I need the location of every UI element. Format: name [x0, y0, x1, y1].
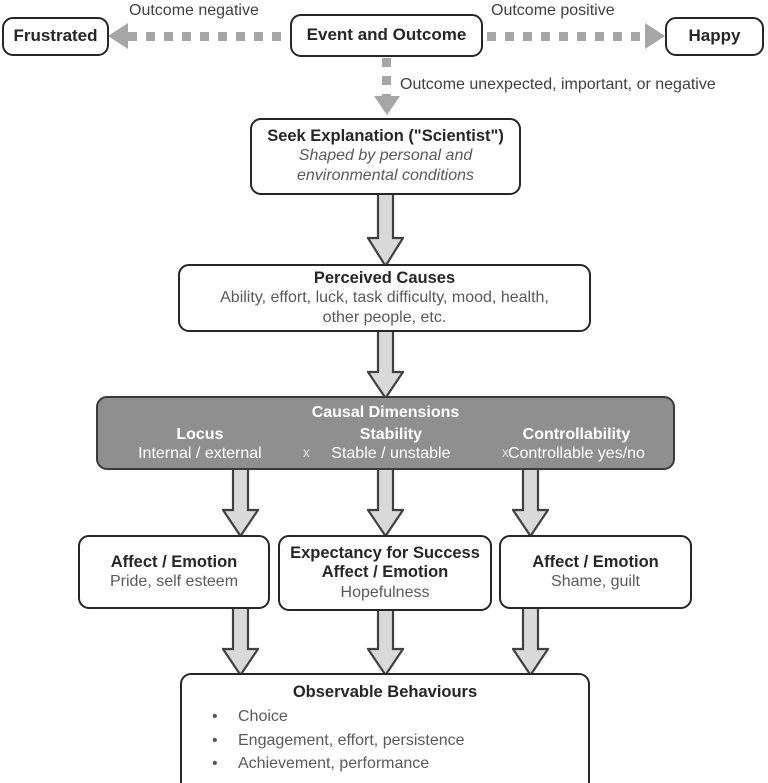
node-expectancy-title-line1: Expectancy for Success — [290, 543, 480, 562]
list-item: Engagement, effort, persistence — [196, 729, 465, 752]
node-expectancy-for-success[interactable]: Expectancy for Success Affect / Emotion … — [278, 535, 492, 611]
arrowhead-left-icon — [108, 23, 128, 49]
node-affect-right-sub: Shame, guilt — [551, 572, 640, 590]
dimension-controllability-value: Controllable yes/no — [507, 445, 645, 463]
node-expectancy-title-line2: Affect / Emotion — [321, 563, 449, 582]
node-perceived-causes[interactable]: Perceived Causes Ability, effort, luck, … — [178, 264, 591, 332]
node-frustrated-label: Frustrated — [13, 26, 98, 46]
node-causes-title: Perceived Causes — [313, 268, 456, 287]
node-happy[interactable]: Happy — [665, 17, 764, 56]
node-seek-title: Seek Explanation ("Scientist") — [267, 126, 504, 145]
arrowhead-right-icon — [645, 23, 665, 49]
node-seek-explanation[interactable]: Seek Explanation ("Scientist") Shaped by… — [250, 118, 521, 195]
dimension-controllability-name: Controllability — [522, 425, 631, 443]
edge-label-outcome-unexpected: Outcome unexpected, important, or negati… — [400, 76, 716, 93]
dimension-column-locus: Locus Internal / external — [102, 425, 298, 464]
block-arrow-expectancy-to-behaviours — [367, 609, 404, 677]
node-frustrated[interactable]: Frustrated — [2, 17, 109, 56]
dimension-column-stability: Stability Stable / unstable — [298, 425, 484, 464]
list-item: Choice — [196, 705, 465, 728]
node-observable-behaviours[interactable]: Observable Behaviours Choice Engagement,… — [180, 673, 590, 783]
dimension-column-controllability: Controllability Controllable yes/no — [484, 425, 669, 464]
block-arrow-seek-to-causes — [367, 192, 404, 268]
dimension-stability-name: Stability — [359, 425, 422, 443]
behaviours-bullet-list: Choice Engagement, effort, persistence A… — [182, 705, 465, 775]
dimension-separator-1: x — [303, 444, 310, 460]
node-affect-right[interactable]: Affect / Emotion Shame, guilt — [499, 535, 692, 609]
node-expectancy-sub: Hopefulness — [340, 583, 430, 601]
node-affect-left-sub: Pride, self esteem — [109, 572, 239, 590]
dimensions-columns: Locus Internal / external Stability Stab… — [102, 425, 669, 464]
block-arrow-causes-to-dimensions — [367, 330, 404, 400]
connector-event-to-happy — [487, 32, 645, 41]
node-behaviours-title: Observable Behaviours — [292, 683, 478, 701]
list-item: Achievement, performance — [196, 752, 465, 775]
node-affect-left[interactable]: Affect / Emotion Pride, self esteem — [78, 535, 270, 609]
node-event-label: Event and Outcome — [306, 25, 467, 45]
node-affect-right-title: Affect / Emotion — [532, 552, 659, 571]
block-arrow-dimensions-to-affect-left — [222, 468, 259, 538]
edge-label-outcome-positive: Outcome positive — [491, 2, 615, 19]
connector-event-to-frustrated — [128, 32, 288, 41]
dimension-separator-2: x — [502, 444, 509, 460]
block-arrow-affect-left-to-behaviours — [222, 607, 259, 677]
node-causes-sub-line2: other people, etc. — [322, 308, 447, 326]
node-seek-sub-line2: environmental conditions — [297, 166, 474, 184]
node-seek-sub-line1: Shaped by personal and — [298, 147, 473, 165]
dimension-locus-value: Internal / external — [138, 445, 262, 463]
edge-label-outcome-negative: Outcome negative — [129, 2, 259, 19]
node-affect-left-title: Affect / Emotion — [110, 552, 238, 571]
connector-event-to-seek — [382, 58, 391, 96]
node-dimensions-title: Causal Dimensions — [311, 404, 460, 421]
block-arrow-dimensions-to-affect-right — [512, 468, 549, 538]
node-event-and-outcome[interactable]: Event and Outcome — [290, 14, 483, 57]
node-happy-label: Happy — [688, 26, 741, 46]
dimension-stability-value: Stable / unstable — [331, 445, 451, 463]
arrowhead-down-icon — [374, 96, 400, 115]
node-causes-sub-line1: Ability, effort, luck, task difficulty, … — [220, 289, 549, 307]
block-arrow-affect-right-to-behaviours — [512, 607, 549, 677]
block-arrow-dimensions-to-expectancy — [367, 468, 404, 538]
dimension-locus-name: Locus — [176, 425, 224, 443]
node-causal-dimensions[interactable]: Causal Dimensions Locus Internal / exter… — [96, 396, 675, 470]
